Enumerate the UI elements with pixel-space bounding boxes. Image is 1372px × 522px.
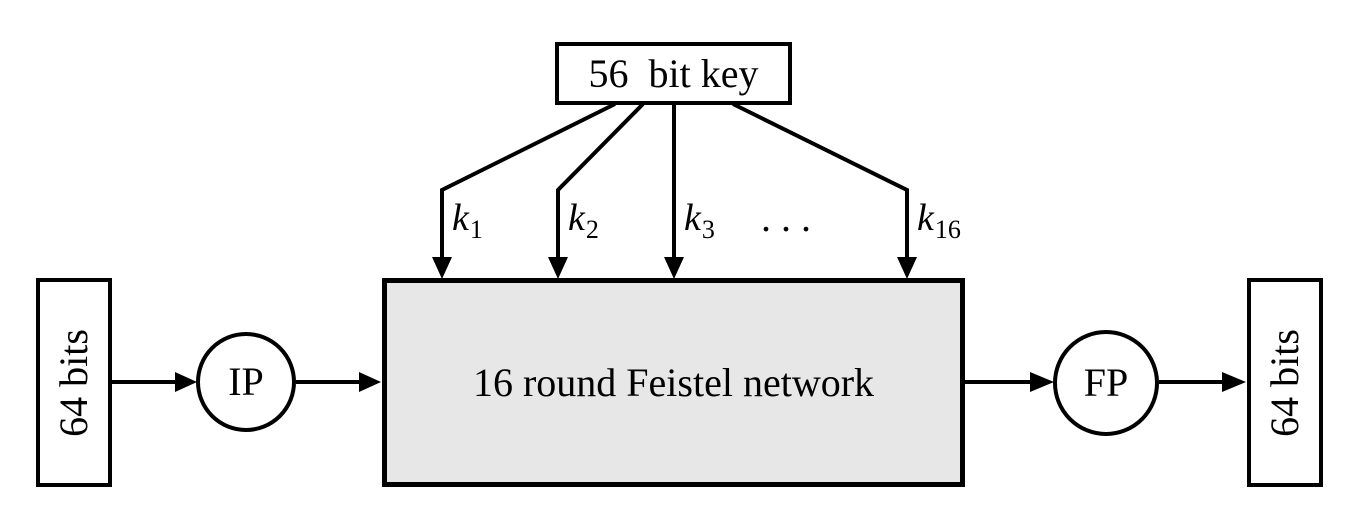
fp-to-output-arrow [1159, 372, 1246, 392]
fp-node-label: FP [1083, 360, 1129, 405]
fp-node: FP [1053, 330, 1159, 436]
round-key-1-base: k [452, 197, 469, 239]
round-key-16-subscript: 16 [934, 215, 961, 244]
round-key-2-base: k [568, 197, 585, 239]
round-key-1-subscript: 1 [469, 215, 483, 244]
key-box-label: 56 bit key [588, 50, 759, 96]
round-key-label-16: k16 [917, 196, 961, 243]
feistel-to-fp-arrow [965, 372, 1054, 392]
ip-node-label: IP [228, 359, 264, 404]
feistel-box-label: 16 round Feistel network [472, 359, 875, 405]
round-key-label-3: k3 [684, 196, 715, 243]
round-key-label-1: k1 [452, 196, 483, 243]
key-box: 56 bit key [555, 42, 792, 105]
key-to-feistel-arrow-16 [732, 102, 917, 279]
ip-node: IP [196, 332, 296, 432]
feistel-box: 16 round Feistel network [382, 278, 965, 487]
round-key-3-subscript: 3 [701, 215, 715, 244]
output-bits-box: 64 bits [1247, 278, 1323, 487]
output-bits-label: 64 bits [1262, 328, 1308, 437]
input-bits-label: 64 bits [51, 328, 97, 437]
key-to-feistel-arrow-2 [548, 102, 645, 279]
input-bits-box: 64 bits [36, 278, 112, 487]
input-to-ip-arrow [112, 372, 197, 392]
round-key-ellipsis: . . . [761, 195, 811, 240]
key-to-feistel-arrow-1 [432, 102, 616, 279]
ip-to-feistel-arrow [296, 372, 381, 392]
round-key-2-subscript: 2 [585, 215, 599, 244]
key-to-feistel-arrow-3 [664, 104, 684, 279]
round-key-3-base: k [684, 197, 701, 239]
round-key-16-base: k [917, 197, 934, 239]
round-key-label-2: k2 [568, 196, 599, 243]
